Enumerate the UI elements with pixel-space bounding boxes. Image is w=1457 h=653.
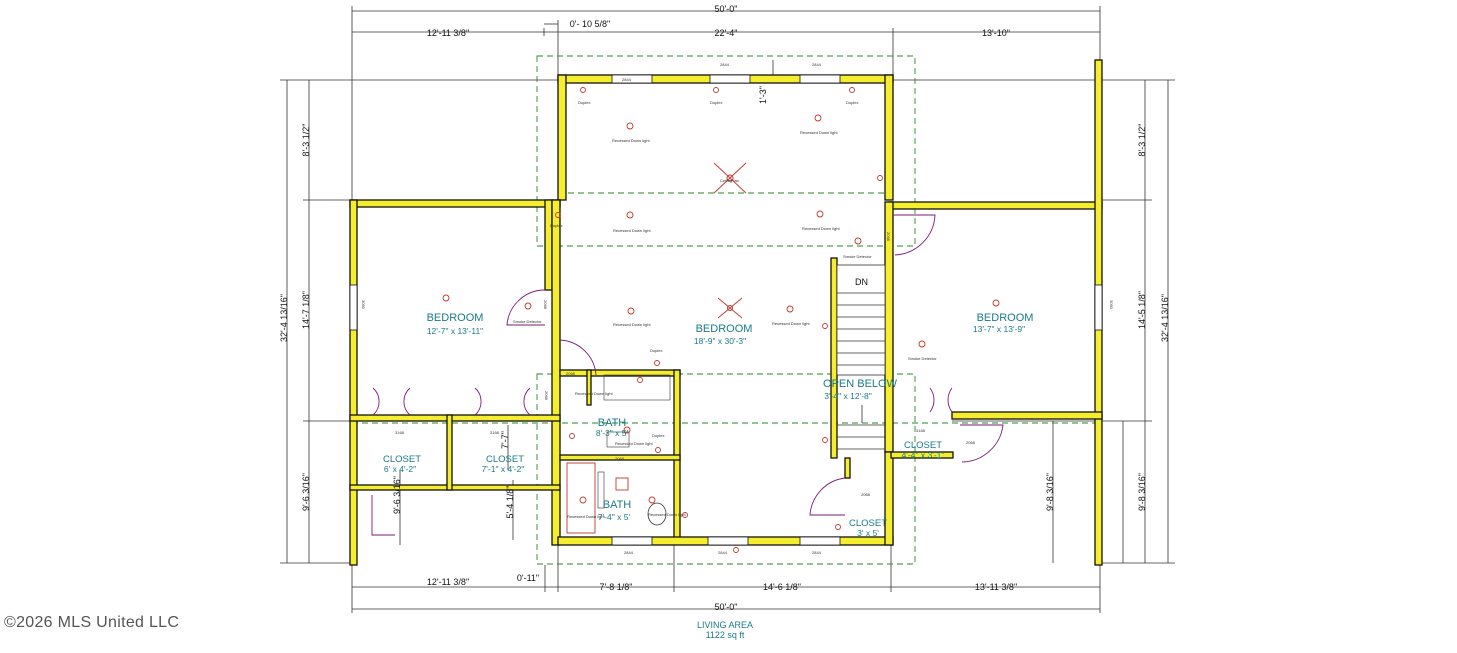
downlight-label: Recessed Down light: [613, 322, 651, 327]
door-tag: 3168: [916, 428, 926, 433]
dimension-text: 50'-0" 12'-11 3/8" 0'- 10 5/8" 22'-4" 13…: [279, 4, 1170, 612]
dim-bottom-center: 14'-6 1/8": [763, 582, 801, 592]
room-size-bedroom-center: 18'-9" x 30'-3": [694, 336, 746, 346]
living-area-label: LIVING AREA: [696, 620, 754, 630]
window-tag: 2844: [812, 62, 822, 67]
dim-top-right: 13'-10": [982, 28, 1010, 38]
downlight-label: Recessed Down light: [613, 228, 651, 233]
dim-closet-height: 9'-6 3/16": [392, 476, 402, 514]
dim-bottom-bath: 7'-8 1/8": [600, 582, 633, 592]
room-size-bath-lower: 7'-4" x 5': [598, 512, 631, 522]
door-tag: 2068: [543, 300, 548, 310]
dim-bottom-jog: 0'-11": [517, 573, 539, 583]
dim-left-overall: 32'-4 13/16": [279, 294, 289, 342]
window-tag: 2844: [622, 77, 632, 82]
downlight-label: Recessed Down light: [648, 512, 686, 517]
dim-right-lower-inner: 9'-8 3/16": [1045, 473, 1055, 511]
dim-right-mid: 14'-5 1/8": [1137, 291, 1147, 329]
room-size-bedroom-left: 12'-7" x 13'-11": [427, 326, 483, 336]
dim-bottom-left: 12'-11 3/8": [427, 577, 469, 587]
windows: [349, 74, 1103, 546]
annotations: Duplex Duplex Duplex Recessed Down light…: [361, 62, 1114, 555]
room-size-closet-mid: 7'-1" x 4'-2": [482, 464, 525, 474]
room-name-open-below: OPEN BELOW: [823, 378, 898, 390]
room-size-closet-left: 6' x 4'-2": [384, 464, 416, 474]
stair-direction-label: DN: [855, 277, 868, 287]
dim-left-lower: 9'-6 3/16": [301, 473, 311, 511]
room-name-bath-lower: BATH: [603, 499, 632, 511]
window-tag: 2844: [718, 550, 728, 555]
downlight-label: Recessed Down light: [802, 226, 840, 231]
copyright-notice: ©2026 MLS United LLC: [4, 614, 180, 631]
dim-dormer-offset: 1'-3": [758, 86, 768, 104]
duplex-label: Duplex: [652, 433, 664, 438]
window-tag: 2844: [624, 550, 634, 555]
door-tag: 2068: [861, 492, 871, 497]
dim-top-center: 22'-4": [715, 28, 738, 38]
ceiling-fans: [713, 162, 747, 319]
room-size-bedroom-right: 13'-7" x 13'-9": [973, 324, 1025, 334]
dim-left-upper: 8'-3 1/2": [301, 124, 311, 157]
dim-bottom-overall: 50'-0": [715, 602, 738, 612]
dim-left-mid: 14'-7 1/8": [301, 291, 311, 329]
dim-bottom-right: 13'-11 3/8": [975, 582, 1017, 592]
living-area-summary: LIVING AREA 1122 sq ft: [650, 620, 800, 640]
door-tag: 2068: [886, 232, 891, 242]
room-name-closet-right: CLOSET: [904, 440, 942, 451]
room-size-open-below: 3'-4" x 12'-8": [824, 391, 872, 401]
dim-top-jog: 0'- 10 5/8": [570, 19, 610, 29]
room-size-bath-upper: 8'-3" x 5': [596, 428, 629, 438]
side-window-tag: 3050: [1109, 300, 1114, 310]
living-area-value: 1122 sq ft: [705, 630, 745, 640]
smoke-detector-label: Smoke Detector: [843, 254, 872, 259]
door-tag: 2068: [615, 456, 625, 461]
downlight-label: Recessed Down light: [615, 441, 653, 446]
downlight-label: Recessed Down light: [575, 391, 613, 396]
window-tag: 2844: [812, 550, 822, 555]
bath-fixtures: [566, 374, 671, 534]
door-tag: 2068: [966, 440, 976, 445]
downlight-label: Recessed Down light: [800, 130, 838, 135]
room-name-closet-small: CLOSET: [849, 518, 887, 529]
door-swings: [371, 214, 1004, 536]
duplex-label: Duplex: [650, 348, 662, 353]
duplex-label: Duplex: [550, 223, 562, 228]
smoke-detector-label: Smoke Detector: [908, 356, 937, 361]
dim-small: 7'-7": [500, 431, 510, 449]
room-name-bath-upper: BATH: [598, 417, 627, 429]
room-name-bedroom-center: BEDROOM: [696, 323, 753, 335]
dim-right-upper: 8'-3 1/2": [1137, 124, 1147, 157]
door-tag: 3168: [395, 430, 405, 435]
dim-top-overall: 50'-0": [715, 4, 738, 14]
door-tag: 2068: [566, 371, 576, 376]
room-size-closet-right: 4'-4" x 3'-1": [902, 450, 945, 460]
dim-top-left: 12'-11 3/8": [427, 28, 469, 38]
downlight-label: Recessed Down light: [612, 138, 650, 143]
room-name-bedroom-left: BEDROOM: [427, 312, 484, 324]
room-labels: BEDROOM 12'-7" x 13'-11" BEDROOM 18'-9" …: [383, 312, 1033, 538]
downlight-label: Recessed Down light: [772, 321, 810, 326]
side-window-tag: 3050: [361, 300, 366, 310]
duplex-label: Duplex: [578, 100, 590, 105]
light-fixtures: [442, 87, 1000, 553]
window-tag: 2844: [720, 62, 730, 67]
downlight-label: Recessed Down light: [567, 514, 605, 519]
ceiling-fan-label: Ceiling fan: [720, 178, 739, 183]
dim-right-overall: 32'-4 13/16": [1160, 294, 1170, 342]
room-name-closet-left: CLOSET: [383, 454, 421, 465]
duplex-label: Duplex: [710, 100, 722, 105]
dim-bath-height: 5'-4 1/8": [505, 486, 515, 519]
dim-right-lower: 9'-8 3/16": [1137, 473, 1147, 511]
roof-lines: [352, 55, 1100, 565]
room-name-bedroom-right: BEDROOM: [977, 312, 1034, 324]
duplex-label: Duplex: [846, 100, 858, 105]
room-name-closet-mid: CLOSET: [486, 454, 524, 465]
staircase: [836, 264, 886, 450]
smoke-detector-label: Smoke Detector: [513, 319, 542, 324]
door-tag: 2068: [544, 391, 549, 401]
door-tag: 3168: [490, 430, 500, 435]
room-size-closet-small: 3' x 5': [857, 528, 879, 538]
